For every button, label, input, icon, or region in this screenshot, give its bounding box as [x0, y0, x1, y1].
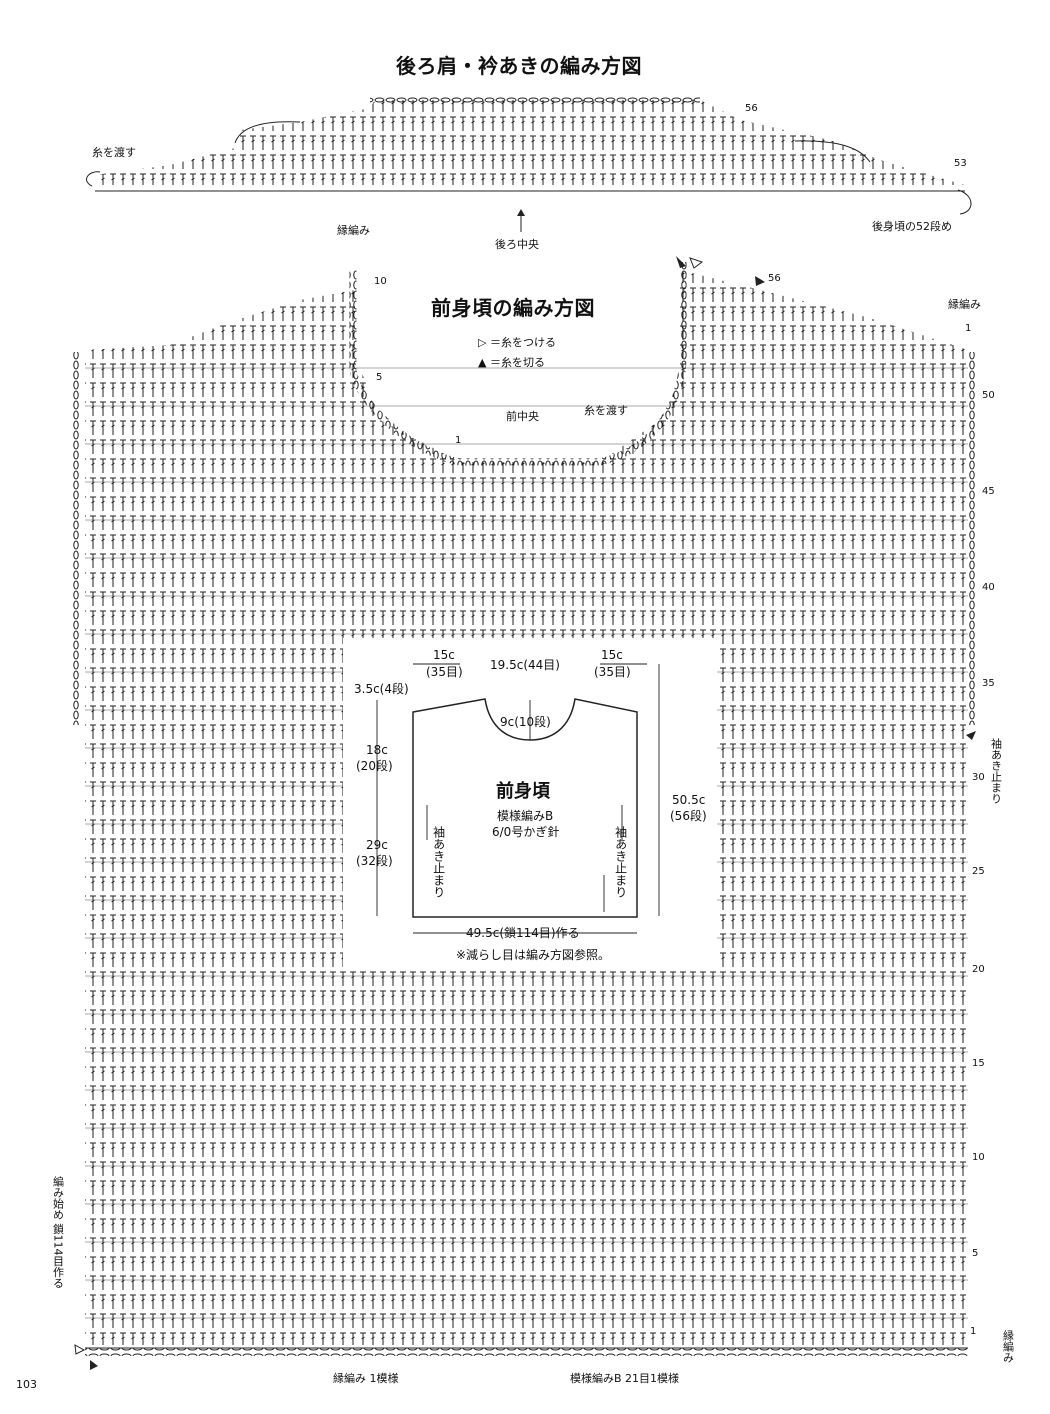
- schem-armhole-rows: (20段): [356, 759, 393, 773]
- back-row-56: 56: [745, 103, 758, 114]
- row-mark-35: 35: [982, 678, 995, 689]
- schem-top-left-sts: (35目): [426, 665, 463, 679]
- neck-row-10: 10: [374, 276, 387, 287]
- schem-sleeve-stop-left: 袖あき止まり: [431, 826, 446, 898]
- row-mark-10: 10: [972, 1152, 985, 1163]
- schem-total-height: 50.5c: [672, 793, 706, 807]
- schem-total-rows: (56段): [670, 809, 707, 823]
- schem-neck-depth: 9c(10段): [500, 715, 551, 729]
- page-number: 103: [16, 1378, 37, 1391]
- row-mark-15: 15: [972, 1058, 985, 1069]
- schem-hook: 6/0号かぎ針: [492, 825, 560, 839]
- legend-cut: ▲ ＝糸を切る: [478, 356, 545, 369]
- schem-note: ※減らし目は編み方図参照。: [456, 948, 611, 962]
- edging-bottom-right-label: 縁編み: [1001, 1330, 1015, 1363]
- schem-side-rows: (32段): [356, 854, 393, 868]
- row-mark-45: 45: [982, 486, 995, 497]
- front-chart-title: 前身頃の編み方図: [431, 296, 595, 320]
- back-row-53: 53: [954, 158, 967, 169]
- attach-icon: ▷: [478, 336, 487, 349]
- schematic-panel: [343, 638, 717, 968]
- schem-pattern: 模様編みB: [497, 809, 554, 823]
- schem-title: 前身頃: [496, 781, 550, 802]
- row-mark-50: 50: [982, 390, 995, 401]
- sleeve-stop-right-label: 袖あき止まり: [989, 738, 1003, 804]
- neck-row-5: 5: [376, 372, 383, 383]
- back-chart-body: [86, 97, 972, 232]
- back-continue-label: 後身頃の52段め: [872, 220, 952, 233]
- schem-bottom-width: 49.5c(鎖114目)作る: [466, 926, 580, 940]
- edging-right-label: 縁編み: [948, 298, 981, 311]
- legend-attach: ▷ ＝糸をつける: [478, 336, 556, 349]
- edging-row-1: 1: [965, 323, 972, 334]
- schem-top-center: 19.5c(44目): [490, 658, 560, 672]
- back-chart-title: 後ろ肩・衿あきの編み方図: [396, 54, 642, 78]
- cut-icon: ▲: [478, 356, 487, 369]
- row-mark-5: 5: [972, 1248, 979, 1259]
- front-center-label: 前中央: [506, 410, 539, 423]
- schem-top-right-sts: (35目): [594, 665, 631, 679]
- schem-shoulder-slope: 3.5c(4段): [354, 682, 409, 696]
- row-mark-20: 20: [972, 964, 985, 975]
- schem-top-left-width: 15c: [433, 648, 455, 662]
- neck-row-1: 1: [455, 435, 462, 446]
- schem-top-right-width: 15c: [601, 648, 623, 662]
- shoulder-row-56: 56: [768, 273, 781, 284]
- row-mark-30: 30: [972, 772, 985, 783]
- back-yarn-pass-label: 糸を渡す: [92, 146, 136, 159]
- schem-side-height: 29c: [366, 838, 388, 852]
- schem-armhole-height: 18c: [366, 743, 388, 757]
- back-center-label: 後ろ中央: [495, 238, 539, 251]
- row-mark-1: 1: [970, 1326, 977, 1337]
- edging-left-label: 縁編み: [337, 224, 370, 237]
- start-label: 編み始め 鎖114目作る: [51, 1176, 65, 1289]
- schem-sleeve-stop-right: 袖あき止まり: [613, 826, 628, 898]
- row-mark-25: 25: [972, 866, 985, 877]
- bottom-pattern-repeat: 模様編みB 21目1模様: [570, 1372, 680, 1385]
- schematic-dimensions: [376, 663, 660, 934]
- front-yarn-pass-label: 糸を渡す: [584, 404, 628, 417]
- row-mark-40: 40: [982, 582, 995, 593]
- bottom-edge-repeat: 縁編み 1模様: [333, 1372, 399, 1385]
